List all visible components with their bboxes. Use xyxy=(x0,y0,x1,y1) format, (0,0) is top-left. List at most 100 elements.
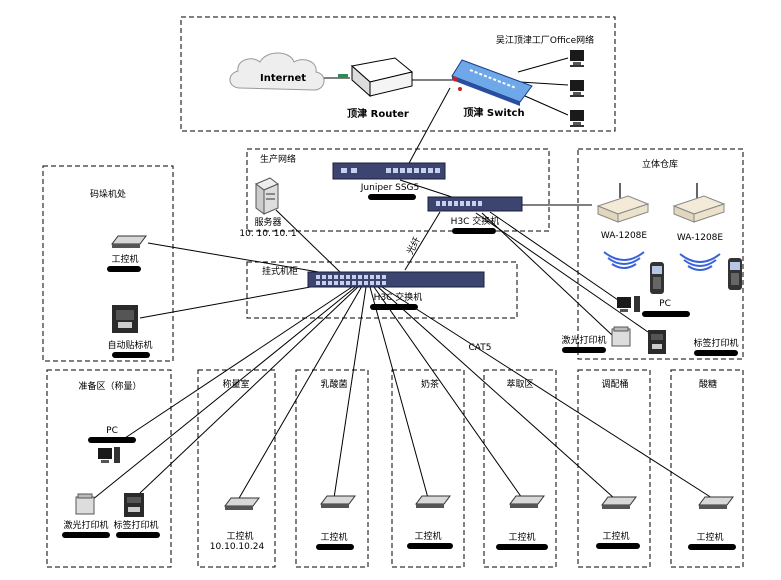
station-2-device: 工控机 xyxy=(320,531,347,543)
cabinet-switch-label: H3C 交换机 xyxy=(374,291,423,303)
zones xyxy=(42,16,744,568)
redacted-mark xyxy=(642,311,690,317)
redacted-mark xyxy=(562,347,606,353)
redacted-mark xyxy=(62,532,110,538)
station-5: 调配桶 工控机 xyxy=(596,378,640,549)
station-3-ipc-icon xyxy=(415,495,451,508)
cabinet-title: 挂式机柜 xyxy=(262,265,298,277)
link-cabinet-station3 xyxy=(369,286,429,499)
link-core-label xyxy=(475,212,649,333)
office-switch-label: 顶津 Switch xyxy=(463,106,524,119)
warehouse-label-printer-icon xyxy=(648,330,666,354)
link-core-laser xyxy=(481,212,613,336)
station-4-title: 萃取区 xyxy=(506,379,533,390)
redacted-mark xyxy=(452,228,496,234)
link-cabinet-station2 xyxy=(333,286,367,499)
warehouse-laser-label: 激光打印机 xyxy=(561,334,606,346)
server-icon xyxy=(255,177,279,215)
redacted-mark xyxy=(688,544,736,550)
station-2-title: 乳酸菌 xyxy=(320,378,347,390)
link-cabinet-station1 xyxy=(237,285,363,501)
router-label: 顶津 Router xyxy=(347,107,409,120)
link-server-cabinet xyxy=(275,209,341,273)
link-office-to-firewall xyxy=(407,87,451,166)
prep-pc-label: PC xyxy=(106,426,118,436)
warehouse-pc-icon xyxy=(617,296,640,312)
wifi-2-icon xyxy=(679,253,721,271)
coding-title: 码垛机处 xyxy=(90,188,126,200)
link-cabinet-prep-label xyxy=(139,284,361,494)
station-5-device: 工控机 xyxy=(602,530,629,542)
core-switch-label: H3C 交换机 xyxy=(451,215,500,227)
labeler-label: 自动贴标机 xyxy=(107,339,152,351)
station-1: 称量室 工控机 10.10.10.24 xyxy=(210,378,265,552)
coding-ipc-label: 工控机 xyxy=(111,253,138,265)
redacted-mark xyxy=(370,304,418,310)
link-cabinet-labeler xyxy=(139,281,339,319)
redacted-mark xyxy=(496,544,548,550)
production-title: 生产网络 xyxy=(260,153,296,165)
warehouse-label-printer-label: 标签打印机 xyxy=(693,337,738,349)
redacted-mark xyxy=(116,532,160,538)
station-zone-6 xyxy=(670,369,744,568)
coding-zone xyxy=(42,165,174,362)
warehouse-laser-printer-icon xyxy=(611,326,631,347)
station-zone-5 xyxy=(577,369,651,568)
ap-2-icon xyxy=(672,183,726,223)
redacted-mark xyxy=(88,437,136,443)
station-3: 奶茶 工控机 xyxy=(407,378,453,549)
link-switch-pc2 xyxy=(519,81,569,86)
link-cabinet-prep-laser xyxy=(91,284,359,501)
coding-ipc-icon xyxy=(111,235,147,248)
station-6: 酸糖 工控机 xyxy=(688,378,736,550)
redacted-mark xyxy=(316,544,354,550)
station-2: 乳酸菌 工控机 xyxy=(316,378,356,550)
internet-cloud: Internet xyxy=(229,52,325,91)
warehouse-zone xyxy=(577,148,744,360)
station-6-device: 工控机 xyxy=(696,531,723,543)
fiber-label: 光纤 xyxy=(404,235,423,257)
link-cabinet-prep-pc xyxy=(121,284,356,441)
core-switch-icon xyxy=(427,196,523,212)
office-pc-2-icon xyxy=(570,80,584,97)
prep-label-printer-label: 标签打印机 xyxy=(113,519,158,531)
redacted-mark xyxy=(107,266,141,272)
station-1-device: 工控机 xyxy=(226,530,253,542)
wifi-1-icon xyxy=(603,251,645,269)
station-5-ipc-icon xyxy=(601,496,637,509)
station-1-ipc-icon xyxy=(224,497,260,510)
office-zone xyxy=(180,16,616,132)
server-name: 服务器 xyxy=(254,216,281,228)
cabinet-switch-icon xyxy=(307,271,485,288)
station-6-title: 酸糖 xyxy=(699,378,717,390)
link-cabinet-station5 xyxy=(377,286,615,499)
redacted-mark xyxy=(694,350,738,356)
redacted-mark xyxy=(407,543,453,549)
station-4-ipc-icon xyxy=(509,495,545,508)
office-switch-icon xyxy=(451,59,533,106)
redacted-mark xyxy=(596,543,640,549)
warehouse-pc-label: PC xyxy=(659,299,671,309)
ap-1-label: WA-1208E xyxy=(601,231,648,241)
ap-2-label: WA-1208E xyxy=(677,233,724,243)
station-zone-4 xyxy=(483,369,557,568)
handheld-2-icon xyxy=(728,258,742,290)
warehouse-title: 立体仓库 xyxy=(642,158,678,170)
cabinet-zone xyxy=(246,261,518,319)
firewall-icon xyxy=(332,162,446,180)
station-zone-3 xyxy=(391,369,465,568)
station-2-ipc-icon xyxy=(320,495,356,508)
station-zone-2 xyxy=(295,369,369,568)
redacted-mark xyxy=(368,194,416,200)
cable-label: CAT5 xyxy=(469,343,492,353)
link-switch-pc1 xyxy=(517,57,569,73)
station-zone-1 xyxy=(197,369,276,568)
redacted-mark xyxy=(112,352,150,358)
office-title: 吴江顶津工厂Office网络 xyxy=(496,34,594,46)
ap-1-icon xyxy=(596,183,650,223)
link-cabinet-coding-ipc xyxy=(147,242,343,277)
station-1-title: 称量室 xyxy=(222,378,249,390)
station-4: 萃取区 工控机 xyxy=(496,379,548,550)
prep-laser-printer-icon xyxy=(75,493,95,515)
